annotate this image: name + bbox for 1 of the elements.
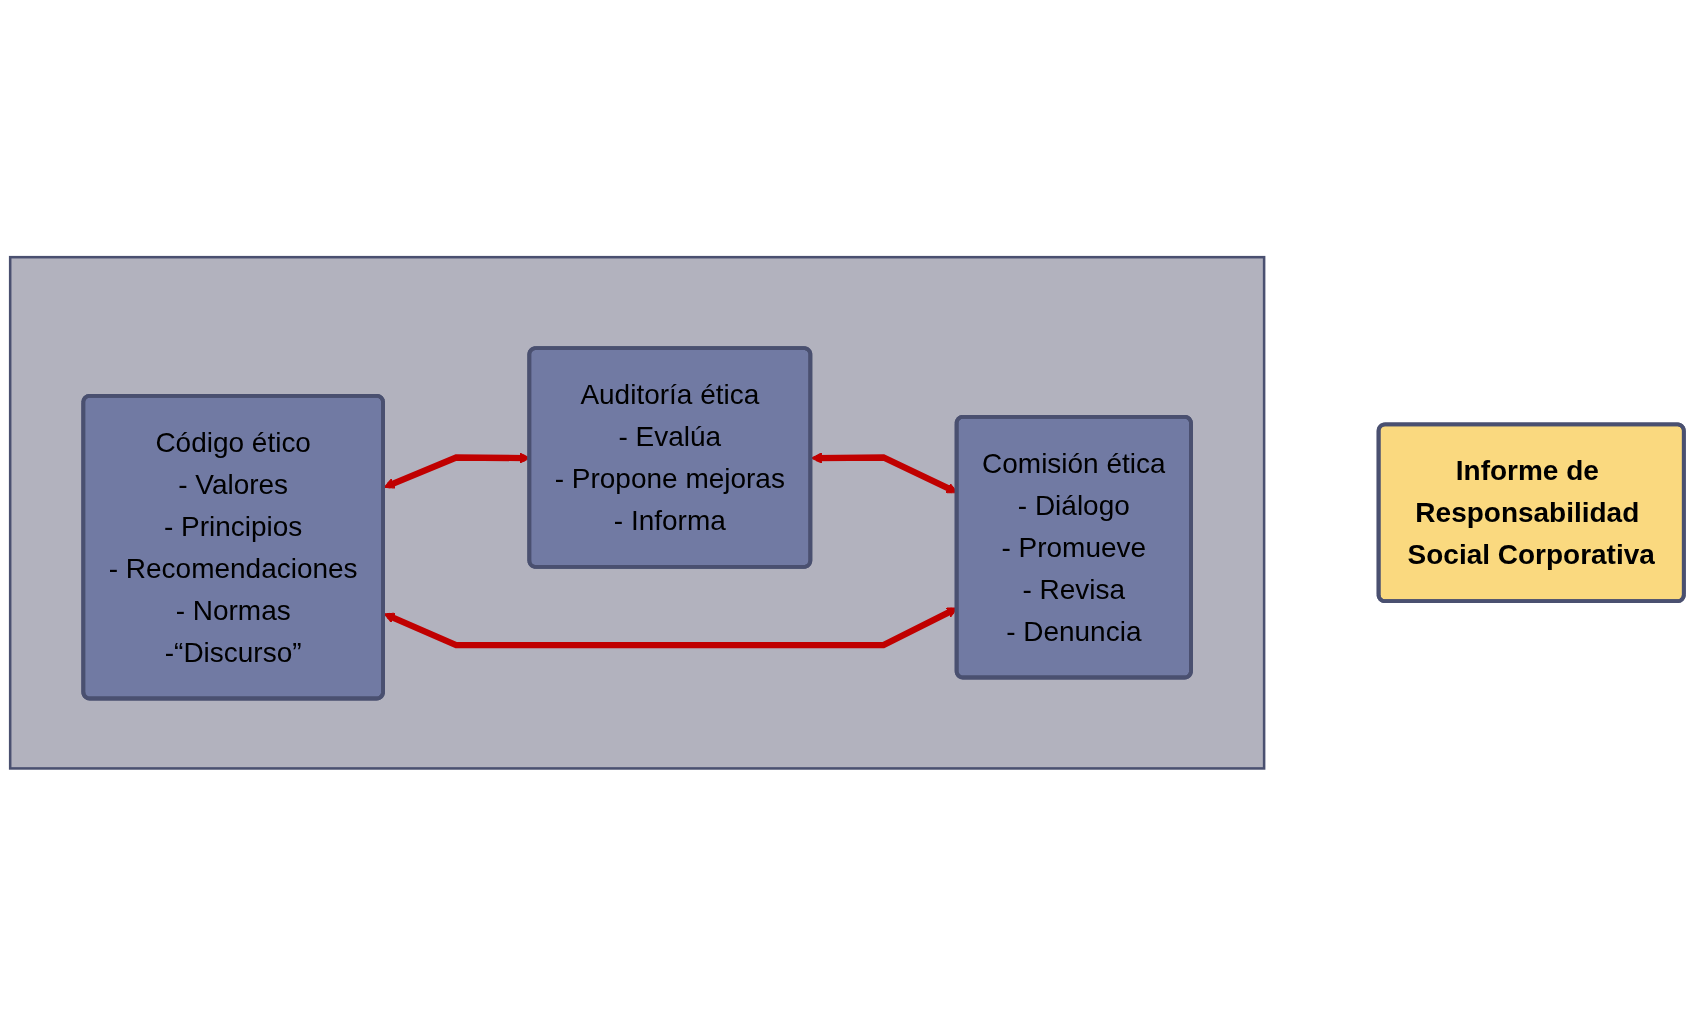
cluster [8, 255, 1266, 770]
